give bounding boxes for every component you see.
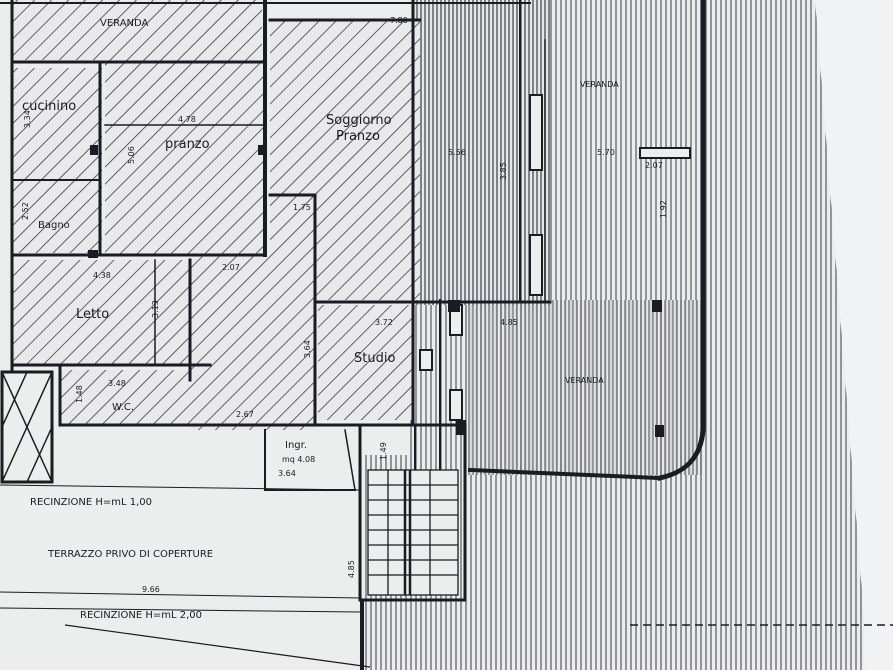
room-label-letto: Letto [76,307,109,322]
dim-label: 3.34 [23,110,32,128]
dim-label: 5.56 [448,148,466,157]
dim-label: 3.72 [375,318,393,327]
dim-label: 1.49 [379,442,388,460]
column-marks [88,145,664,437]
dim-label: 3.85 [499,162,508,180]
dim-label: 4.38 [93,271,111,280]
dim-label: 4.85 [347,560,356,578]
room-label-cucinino: cucinino [22,99,76,114]
disimpegno-area [190,255,315,430]
dim-label: 4.78 [178,115,196,124]
dim-label: 2.67 [236,410,254,419]
dim-label: 3.48 [108,379,126,388]
room-label-pranzo: pranzo [165,137,210,152]
dim-label: 3.64 [278,469,296,478]
room-label-veranda-right-top: VERANDA [580,80,619,89]
dim-label: 3.64 [303,340,312,358]
dim-label: 3.13 [151,300,160,318]
veranda-top-area [12,0,262,60]
terrace-lines [0,484,893,670]
veranda-inner-hatch [415,0,550,305]
annotation-recinzione-1: RECINZIONE H=mL 1,00 [30,497,152,508]
dim-label: 7.80 [390,16,408,25]
staircase [367,469,459,596]
dim-label: 2.07 [645,161,663,170]
room-label-wc: W.C. [112,402,134,413]
wc-area [60,370,200,425]
room-label-ingresso: Ingr. [285,440,307,451]
studio-area [318,305,413,420]
room-label-ingresso-area: mq 4.08 [282,455,315,464]
cucinino-area [12,68,102,253]
room-label-veranda-right-bottom: VERANDA [565,376,604,385]
annotation-recinzione-2: RECINZIONE H=mL 2,00 [80,610,202,621]
letto-area [12,260,192,365]
dim-label: 9.66 [142,585,160,594]
room-label-studio: Studio [354,351,395,366]
page-margin [815,0,893,670]
soggiorno-area [270,20,420,300]
dim-label: 1.75 [293,203,311,212]
room-label-bagno: Bagno [38,220,70,231]
dim-label: 4.85 [500,318,518,327]
dim-label: 1.92 [659,200,668,218]
walls [0,0,706,602]
veranda-lower-hatch [468,300,703,475]
room-label-soggiorno: Soggiorno [326,113,392,128]
annotation-terrazzo: TERRAZZO PRIVO DI COPERTURE [47,549,213,560]
dim-label: 2.52 [21,202,30,220]
pranzo-area [105,60,265,255]
dim-label: 2.07 [222,263,240,272]
room-label-veranda-top: VERANDA [100,18,149,29]
dim-label: 5.70 [597,148,615,157]
dim-label: 5.06 [127,146,136,164]
dim-label: 1.48 [75,385,84,403]
lift-shaft [0,370,54,484]
room-label-pranzo-2: Pranzo [336,129,380,144]
openings [419,94,691,421]
